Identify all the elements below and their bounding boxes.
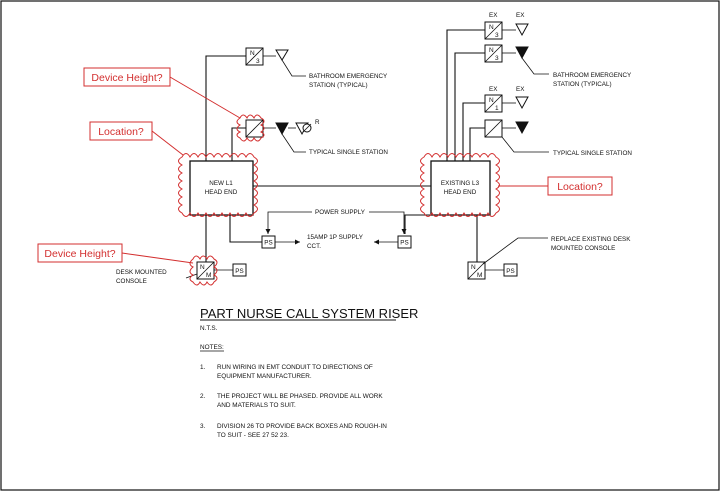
left-bathroom-leader bbox=[281, 59, 306, 77]
comment-location-left: Location? bbox=[98, 126, 144, 138]
left-bathroom-station-icon: N 3 bbox=[245, 47, 289, 66]
left-single-station-icon bbox=[245, 119, 312, 138]
supply-cct-arrow-right bbox=[374, 239, 379, 245]
left-desk-callout-1: DESK MOUNTED bbox=[116, 269, 167, 276]
right-single-callout: TYPICAL SINGLE STATION bbox=[553, 150, 632, 157]
existing-head-end-box bbox=[430, 160, 491, 216]
note-2-num: 2. bbox=[200, 393, 206, 400]
right-ex-3-label: 3 bbox=[495, 32, 499, 39]
right-ex-label-2: EX bbox=[516, 12, 525, 19]
revision-cloud-single-station bbox=[236, 114, 265, 142]
right-ex-label-1: EX bbox=[489, 12, 498, 19]
left-bathroom-n-label: N bbox=[250, 50, 255, 57]
left-desk-m-label: M bbox=[206, 272, 211, 279]
right-bathroom-station-icon: N 3 bbox=[484, 44, 529, 63]
left-bathroom-callout-1: BATHROOM EMERGENCY bbox=[309, 73, 388, 80]
right-bathroom-n-label: N bbox=[489, 47, 494, 54]
existing-head-end-label-2: HEAD END bbox=[444, 189, 477, 196]
power-supply-label-bg bbox=[312, 208, 369, 216]
right-desk-console-icon: N M bbox=[467, 261, 518, 280]
existing-head-end-label-1: EXISTING L3 bbox=[441, 180, 480, 187]
right-ex-top-wire bbox=[446, 29, 485, 161]
comment-leader-device-height-top bbox=[169, 76, 241, 119]
left-bathroom-wire bbox=[205, 55, 246, 161]
right-ex-label-3: EX bbox=[489, 86, 498, 93]
ps-box-right-label: PS bbox=[400, 240, 408, 247]
right-desk-ps-label: PS bbox=[506, 268, 514, 275]
comment-leader-device-height-bottom bbox=[121, 252, 194, 264]
right-single-leader bbox=[501, 136, 549, 153]
note-1-num: 1. bbox=[200, 364, 206, 371]
left-single-wire bbox=[231, 127, 246, 161]
right-ex-single-1-label: 1 bbox=[495, 105, 499, 112]
right-bathroom-callout-2: STATION (TYPICAL) bbox=[553, 81, 612, 88]
new-head-end-label-1: NEW L1 bbox=[209, 180, 233, 187]
comment-device-height-bottom: Device Height? bbox=[44, 248, 115, 260]
note-3-num: 3. bbox=[200, 423, 206, 430]
left-desk-n-label: N bbox=[200, 264, 205, 271]
right-bathroom-wire bbox=[454, 52, 485, 161]
notes-heading: NOTES: bbox=[200, 344, 224, 351]
ps-arrow-right bbox=[401, 229, 407, 234]
right-ex-single-icon: N 1 bbox=[484, 94, 529, 113]
note-2-line-2: AND MATERIALS TO SUIT. bbox=[217, 402, 296, 409]
note-3-line-2: TO SUIT - SEE 27 52 23. bbox=[217, 432, 289, 439]
right-ex-n-label: N bbox=[489, 24, 494, 31]
left-single-r-label: R bbox=[315, 119, 320, 126]
drawing-title: PART NURSE CALL SYSTEM RISER bbox=[200, 306, 418, 321]
new-head-end-box bbox=[189, 160, 254, 216]
note-1-line-2: EQUIPMENT MANUFACTURER. bbox=[217, 373, 312, 380]
ps-arrow-left bbox=[265, 229, 271, 234]
left-desk-callout-2: CONSOLE bbox=[116, 278, 147, 285]
drawing-scale: N.T.S. bbox=[200, 325, 218, 332]
left-desk-console-icon: N M bbox=[185, 261, 247, 280]
ps-box-left-label: PS bbox=[264, 240, 272, 247]
supply-cct-label-1: 15AMP 1P SUPPLY bbox=[307, 234, 364, 241]
right-desk-n-label: N bbox=[471, 264, 476, 271]
revision-cloud-existing-head-end bbox=[420, 153, 500, 217]
right-ex-single-n-label: N bbox=[489, 97, 494, 104]
note-3-line-1: DIVISION 26 TO PROVIDE BACK BOXES AND RO… bbox=[217, 423, 387, 430]
note-2-line-1: THE PROJECT WILL BE PHASED. PROVIDE ALL … bbox=[217, 393, 383, 400]
right-ex-label-4: EX bbox=[516, 86, 525, 93]
new-head-end-label-2: HEAD END bbox=[205, 189, 238, 196]
revision-cloud-desk-console bbox=[189, 255, 218, 286]
right-desk-callout-2: MOUNTED CONSOLE bbox=[551, 245, 615, 252]
supply-cct-label-2: CCT. bbox=[307, 243, 321, 250]
supply-cct-arrow-left bbox=[295, 239, 300, 245]
right-single-wire bbox=[469, 127, 485, 161]
right-desk-m-label: M bbox=[477, 272, 482, 279]
left-desk-ps-label: PS bbox=[235, 268, 243, 275]
left-single-callout: TYPICAL SINGLE STATION bbox=[309, 149, 388, 156]
left-bathroom-3-label: 3 bbox=[256, 58, 260, 65]
right-ps-wire bbox=[404, 214, 431, 234]
revision-cloud-new-head-end bbox=[178, 153, 258, 217]
right-bathroom-leader bbox=[521, 57, 549, 75]
comment-leader-location-left bbox=[151, 130, 184, 156]
right-bathroom-callout-1: BATHROOM EMERGENCY bbox=[553, 72, 632, 79]
left-single-leader bbox=[281, 133, 306, 153]
right-ex-station-icon: N 3 bbox=[484, 21, 529, 40]
comment-location-right: Location? bbox=[557, 181, 603, 193]
left-ps-wire bbox=[229, 215, 262, 243]
right-desk-leader bbox=[482, 237, 548, 265]
right-bathroom-3-label: 3 bbox=[495, 55, 499, 62]
right-desk-callout-1: REPLACE EXISTING DESK bbox=[551, 236, 631, 243]
left-bathroom-callout-2: STATION (TYPICAL) bbox=[309, 82, 368, 89]
note-1-line-1: RUN WIRING IN EMT CONDUIT TO DIRECTIONS … bbox=[217, 364, 373, 371]
right-single-station-icon bbox=[484, 119, 529, 138]
comment-device-height-top: Device Height? bbox=[91, 72, 162, 84]
power-supply-label: POWER SUPPLY bbox=[315, 209, 366, 216]
right-ex-single-wire bbox=[462, 102, 485, 161]
